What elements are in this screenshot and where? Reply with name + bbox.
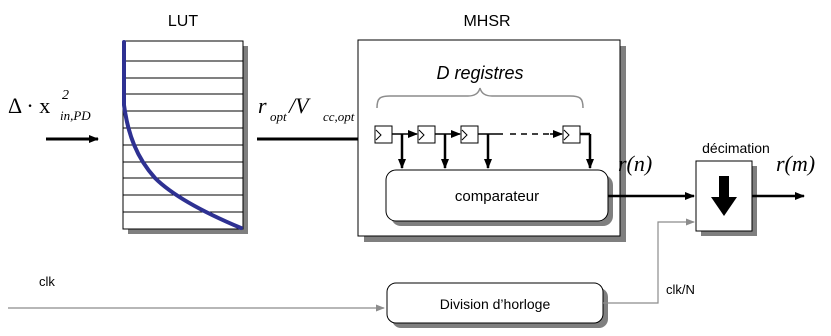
clkn-label: clk/N [666, 282, 695, 297]
clkn-line [603, 218, 695, 304]
clk-label: clk [39, 274, 55, 289]
vcc-subscript: cc,opt [323, 109, 355, 124]
register-3 [460, 125, 479, 144]
register-d [562, 125, 581, 144]
d-registres-label: D registres [436, 63, 523, 83]
input-superscript: 2 [62, 88, 69, 103]
ropt-subscript: opt [270, 109, 287, 124]
register-1 [374, 125, 393, 144]
lut-rows [123, 60, 243, 213]
rn-label: r(n) [618, 151, 652, 176]
lut-title: LUT [168, 13, 198, 30]
register-2 [417, 125, 436, 144]
lut-curve [122, 40, 243, 230]
vcc-label: /V [287, 93, 311, 118]
division-label: Division d’horloge [440, 296, 551, 312]
rm-label: r(m) [776, 151, 815, 176]
d-registres-brace [376, 87, 584, 109]
down-arrow-icon [711, 176, 737, 216]
register-taps [398, 132, 594, 169]
ropt-label: r [258, 93, 267, 118]
input-subscript: in,PD [60, 108, 91, 123]
input-expression: Δ · x [8, 93, 50, 118]
comparator-label: comparateur [455, 188, 539, 205]
mhsr-title: MHSR [463, 13, 510, 30]
decimation-label: décimation [702, 140, 770, 156]
